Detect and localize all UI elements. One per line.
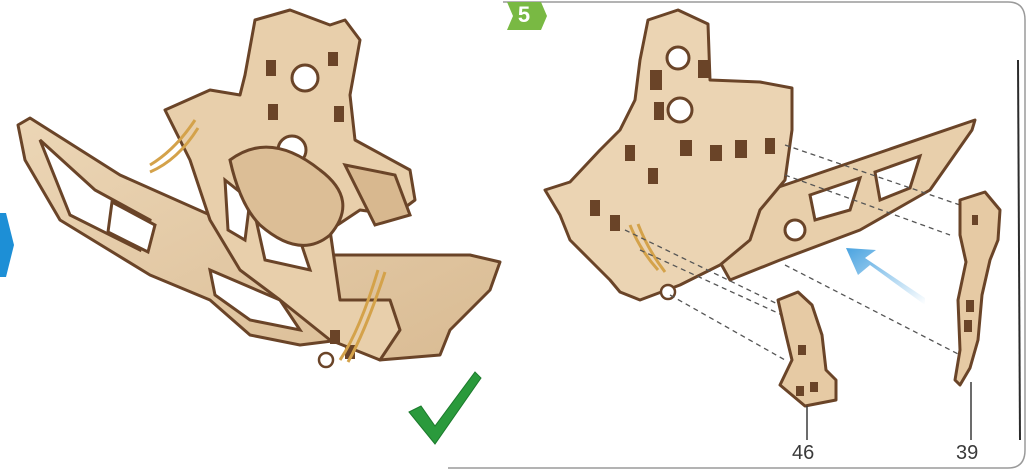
check-icon: [405, 368, 483, 446]
step-marker: 5: [505, 0, 549, 32]
part-callout-39: 39: [956, 442, 978, 465]
step-number: 5: [505, 0, 543, 30]
exploded-frame-illustration: [530, 0, 1027, 470]
part-callout-46: 46: [792, 442, 814, 465]
